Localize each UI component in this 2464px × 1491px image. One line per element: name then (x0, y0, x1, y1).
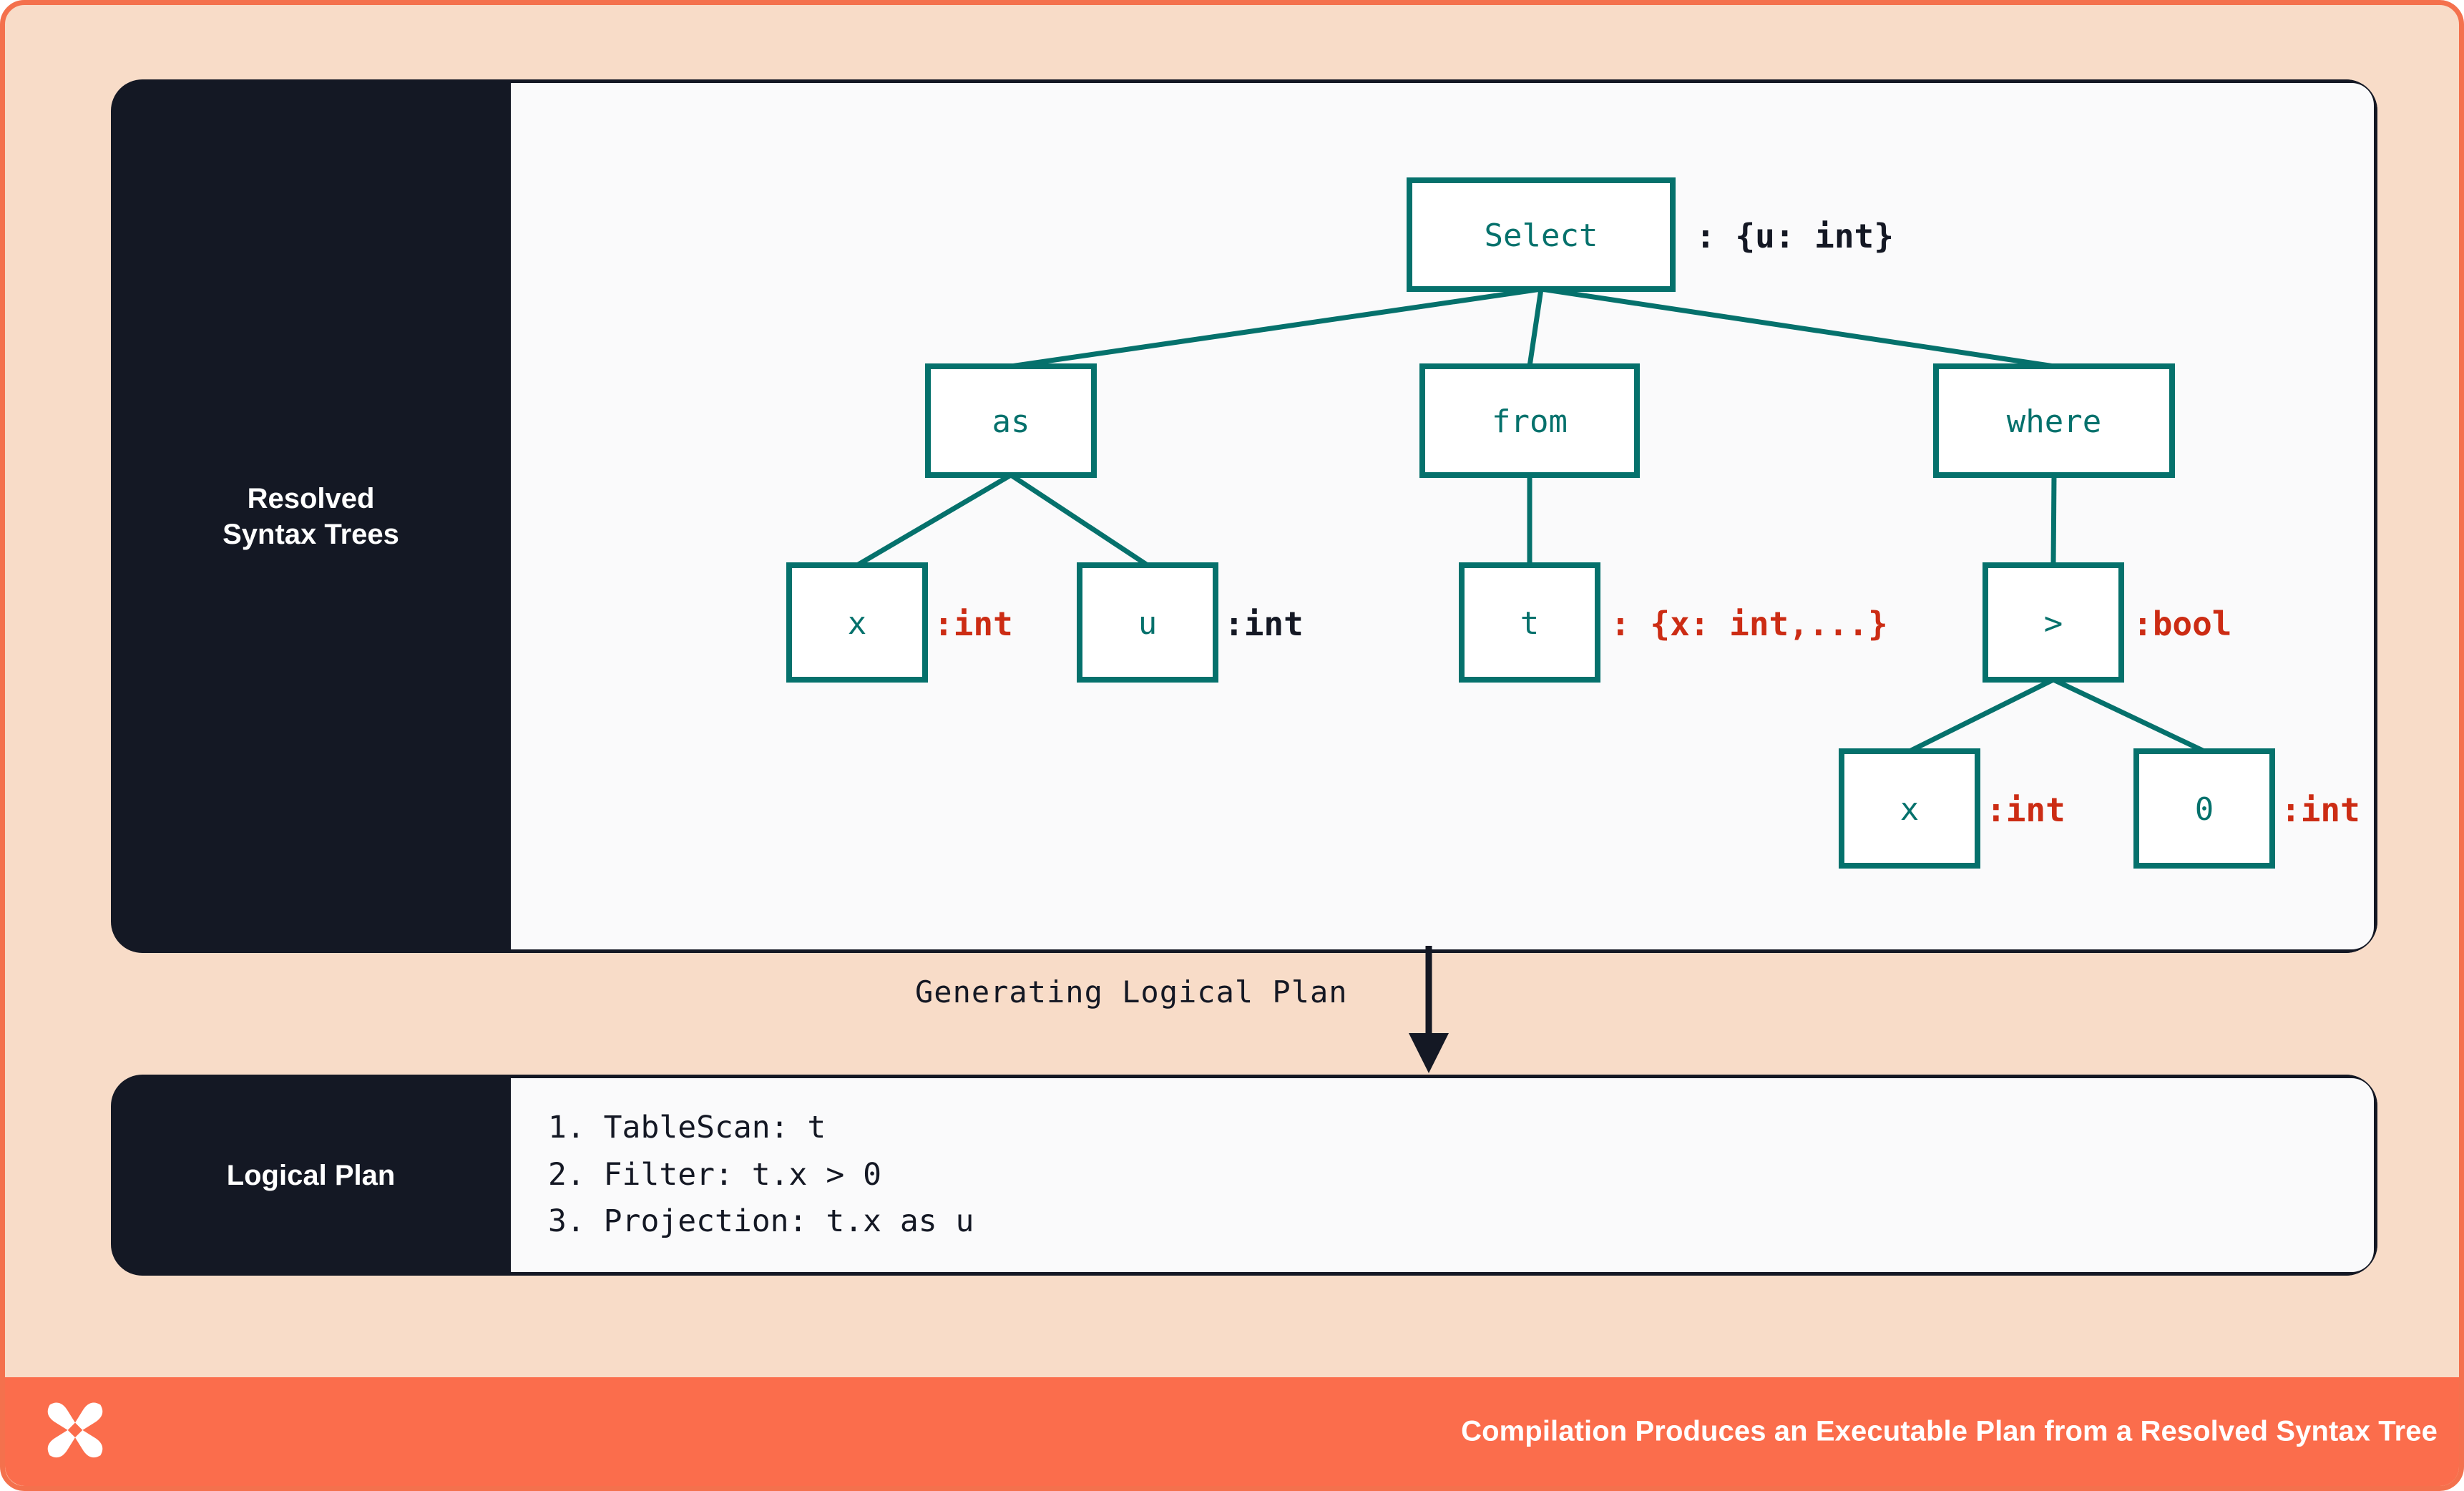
tree-node-box (1839, 748, 1980, 869)
tree-node-gt-x[interactable]: x :int (1839, 748, 2065, 869)
down-arrow-icon (1409, 946, 1449, 1073)
tree-node-box (1983, 562, 2124, 683)
generating-logical-plan-label: Generating Logical Plan (915, 974, 1348, 1010)
syntax-tree-diagram: Select : {u: int} as from where x :int u :int t : … (786, 177, 2360, 869)
logical-plan-label: Logical Plan (226, 1159, 396, 1191)
tree-node-type-annotation: :int (934, 605, 1013, 643)
tree-node-box (1407, 177, 1676, 292)
tree-node-type-annotation: :bool (2133, 605, 2231, 643)
tree-edge (1009, 473, 1149, 567)
footer-banner: Compilation Produces an Executable Plan … (5, 1377, 2459, 1486)
tree-node-label: where (2007, 404, 2101, 440)
logical-plan-steps: 1. TableScan: t 2. Filter: t.x > 0 3. Proj… (511, 1075, 2377, 1276)
tree-edge (2052, 677, 2206, 754)
tree-node-label: Select (1485, 217, 1598, 254)
tree-node-label: x (1900, 791, 1920, 828)
resolved-syntax-trees-label: Resolved Syntax Trees (111, 79, 511, 953)
tree-node-label: t (1520, 605, 1540, 642)
tree-edge (1010, 286, 1542, 369)
tree-node-box (786, 562, 928, 683)
tree-node-from[interactable]: from (1419, 363, 1640, 478)
tree-node-box (1933, 363, 2175, 478)
x-mark-logo-icon (47, 1402, 103, 1458)
tree-node-label: > (2044, 605, 2063, 642)
tree-node-label: x (848, 605, 867, 642)
rst-label-line2: Syntax Trees (223, 518, 399, 550)
tree-node-type-annotation: :int (2281, 791, 2360, 829)
tree-edge (1527, 288, 1544, 367)
footer-caption: Compilation Produces an Executable Plan … (1461, 1415, 2438, 1447)
tree-node-type-annotation: :int (1986, 791, 2065, 829)
logical-plan-step: 1. TableScan: t (548, 1110, 826, 1146)
tree-edge (1908, 677, 2055, 754)
tree-node-as-x[interactable]: x :int (786, 562, 1013, 683)
logical-plan-card: Logical Plan 1. TableScan: t 2. Filter: t… (111, 1075, 2377, 1276)
logical-plan-step: 3. Projection: t.x as u (548, 1203, 974, 1240)
tree-node-box (1459, 562, 1600, 683)
tree-node-where[interactable]: where (1933, 363, 2175, 478)
resolved-syntax-trees-card: Resolved Syntax Trees Select : {u: int} as… (111, 79, 2377, 953)
tree-node-select[interactable]: Select : {u: int} (1407, 177, 1894, 292)
syntax-tree-canvas: Select : {u: int} as from where x :int u :int t : … (511, 79, 2377, 953)
rst-label-line1: Resolved (247, 482, 375, 514)
tree-node-gt-0[interactable]: 0 :int (2133, 748, 2360, 869)
tree-node-gt[interactable]: > :bool (1983, 562, 2231, 683)
tree-node-label: as (992, 404, 1030, 440)
tree-node-from-t[interactable]: t : {x: int,...} (1459, 562, 1888, 683)
tree-node-box (1419, 363, 1640, 478)
tree-edge (1540, 286, 2055, 369)
tree-node-type-annotation: : {u: int} (1696, 217, 1894, 255)
logical-plan-step: 2. Filter: t.x > 0 (548, 1156, 881, 1193)
tree-node-as[interactable]: as (925, 363, 1097, 478)
tree-node-label: from (1492, 404, 1568, 440)
tree-node-type-annotation: : {x: int,...} (1610, 605, 1888, 643)
tree-node-box (1077, 562, 1218, 683)
tree-node-label: u (1138, 605, 1158, 642)
tree-node-box (2133, 748, 2275, 869)
tree-node-label: 0 (2195, 791, 2214, 828)
tree-edge (2050, 474, 2057, 566)
tree-node-box (925, 363, 1097, 478)
tree-edge (856, 472, 1012, 568)
tree-edges (856, 286, 2206, 754)
tree-node-as-u[interactable]: u :int (1077, 562, 1304, 683)
tree-node-type-annotation: :int (1224, 605, 1304, 643)
